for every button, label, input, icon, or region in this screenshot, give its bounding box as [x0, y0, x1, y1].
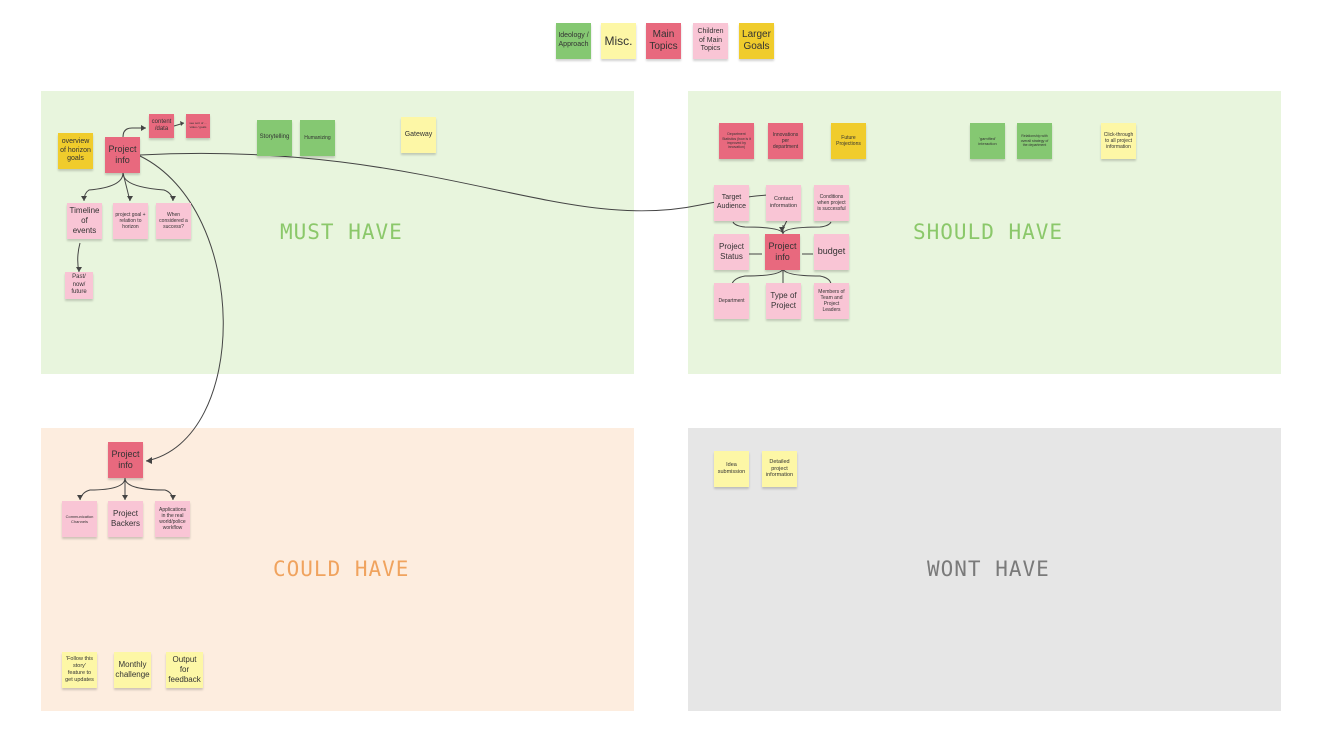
dept-statistics-note[interactable]: Department Statistics (how is it improve… [719, 123, 754, 159]
storytelling-note[interactable]: Storytelling [257, 120, 292, 156]
follow-story-note[interactable]: 'Follow this story' feature to get updat… [62, 652, 97, 688]
wont-have-label: WONT HAVE [927, 557, 1050, 581]
gateway-note[interactable]: Gateway [401, 117, 436, 153]
small-goals-note[interactable]: see sort of ... video / goals [186, 114, 210, 138]
gamified-interaction-note[interactable]: 'gamified' interaction [970, 123, 1005, 159]
could-have-label: COULD HAVE [273, 557, 410, 581]
legend-children-note[interactable]: Children of Main Topics [693, 23, 728, 59]
past-now-future-note[interactable]: Past/ now/ future [65, 272, 93, 299]
output-feedback-note[interactable]: Output for feedback [166, 652, 203, 688]
legend-main-topics-note[interactable]: Main Topics [646, 23, 681, 59]
detailed-project-info-note[interactable]: Detailed project information [762, 451, 797, 487]
could-project-info-note[interactable]: Project info [108, 442, 143, 478]
department-note[interactable]: Department [714, 283, 749, 319]
members-team-note[interactable]: Members of Team and Project Leaders [814, 283, 849, 319]
overview-horizon-goals-note[interactable]: overview of horizon goals [58, 133, 93, 169]
legend-misc-note[interactable]: Misc. [601, 23, 636, 59]
conditions-success-note[interactable]: Conditions when project is successful [814, 185, 849, 221]
applications-real-world-note[interactable]: Applications in the real world/police wo… [155, 501, 190, 537]
legend-ideology-note[interactable]: Ideology / Approach [556, 23, 591, 59]
should-project-info-note[interactable]: Project info [765, 234, 800, 270]
target-audience-note[interactable]: Target Audience [714, 185, 749, 221]
humanizing-note[interactable]: Humanizing [300, 120, 335, 156]
content-data-note[interactable]: content /data [149, 114, 174, 138]
should-have-label: SHOULD HAVE [913, 220, 1064, 244]
innovations-per-dept-note[interactable]: Innovations per department [768, 123, 803, 159]
timeline-of-events-note[interactable]: Timeline of events [67, 203, 102, 239]
project-goal-note[interactable]: project goal + relation to horizon [113, 203, 148, 239]
budget-note[interactable]: budget [814, 234, 849, 270]
project-backers-note[interactable]: Project Backers [108, 501, 143, 537]
when-success-note[interactable]: When considered a success? [156, 203, 191, 239]
relationship-strategy-note[interactable]: Relationship with overall strategy of th… [1017, 123, 1052, 159]
legend-larger-goals-note[interactable]: Larger Goals [739, 23, 774, 59]
must-project-info-note[interactable]: Project info [105, 137, 140, 173]
idea-submission-note[interactable]: Idea submission [714, 451, 749, 487]
contact-information-note[interactable]: Contact information [766, 185, 801, 221]
communication-channels-note[interactable]: Communication Channels [62, 501, 97, 537]
future-projections-note[interactable]: Future Projections [831, 123, 866, 159]
click-through-note[interactable]: Click-through to all project information [1101, 123, 1136, 159]
type-of-project-note[interactable]: Type of Project [766, 283, 801, 319]
monthly-challenge-note[interactable]: Monthly challenge [114, 652, 151, 688]
must-have-label: MUST HAVE [280, 220, 403, 244]
project-status-note[interactable]: Project Status [714, 234, 749, 270]
